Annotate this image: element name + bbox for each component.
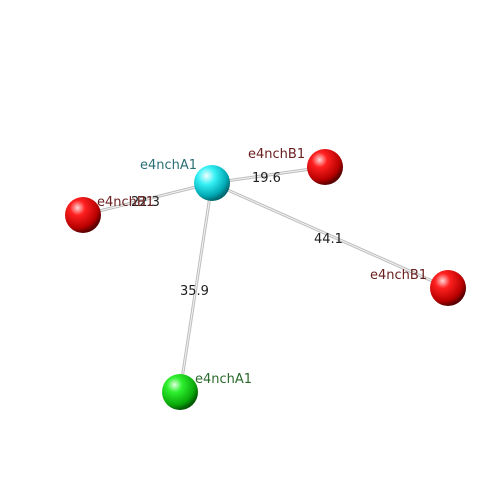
nodes <box>65 149 466 410</box>
bond-highlight <box>179 182 213 393</box>
bond-highlight <box>211 166 326 184</box>
bond-highlight <box>211 182 449 289</box>
distance-label-b-left: 22.3 <box>131 195 160 210</box>
node-a-bottom-label: e4nchA1 <box>195 372 252 387</box>
node-center-label: e4nchA1 <box>140 158 197 173</box>
node-a-bottom-sphere[interactable] <box>162 374 198 410</box>
node-b-top-sphere[interactable] <box>307 149 343 185</box>
node-b-right-sphere[interactable] <box>430 270 466 306</box>
distance-label-b-top: 19.6 <box>252 171 281 186</box>
node-b-left-sphere[interactable] <box>65 197 101 233</box>
bond-highlight <box>82 182 213 216</box>
node-center-sphere[interactable] <box>194 165 230 201</box>
distance-label-a-bottom: 35.9 <box>180 284 209 299</box>
node-b-left-label: e4nchB1 <box>97 195 154 210</box>
node-labels: e4nchA1 e4nchB1 e4nchB1 e4nchB1 e4nchA1 <box>97 147 427 387</box>
distance-labels: 19.6 22.3 44.1 35.9 <box>131 171 343 299</box>
distance-label-b-right: 44.1 <box>314 232 343 247</box>
bonds <box>82 165 449 393</box>
node-b-top-label: e4nchB1 <box>248 147 305 162</box>
node-b-right-label: e4nchB1 <box>370 268 427 283</box>
